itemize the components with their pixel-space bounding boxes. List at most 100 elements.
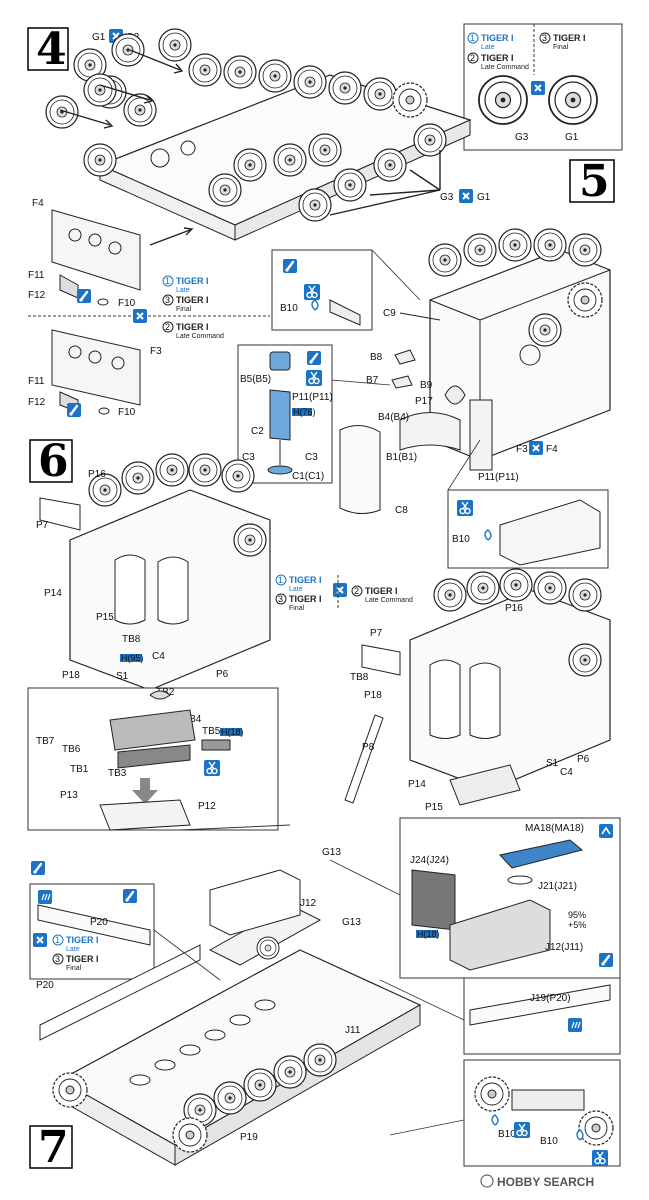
label-F11: F11 (28, 270, 45, 281)
label-S1-b: S1 (546, 758, 559, 769)
svg-text:Final: Final (553, 44, 569, 51)
svg-text:TIGER I: TIGER I (66, 935, 99, 945)
svg-text:3: 3 (165, 295, 170, 305)
label-B10-d: B10 (540, 1136, 558, 1147)
label-F11-b: F11 (28, 376, 45, 387)
step-4: 4 1 TIGER I Late 2 TIGER I Late Command … (27, 23, 623, 419)
hull-step7 (39, 904, 422, 1166)
label-G1-detail: G1 (565, 132, 579, 143)
svg-text:3: 3 (278, 594, 283, 604)
label-P15-a: P15 (96, 612, 114, 623)
label-P16-a: P16 (88, 469, 106, 480)
label-B4: B4(B4) (378, 412, 409, 423)
label-TB8-b: TB8 (350, 672, 369, 683)
svg-text:Late: Late (481, 44, 495, 51)
pipe-P8 (344, 714, 384, 804)
svg-text:TIGER I: TIGER I (289, 594, 322, 604)
hull-rear-step6-right (361, 568, 611, 791)
label-F12: F12 (28, 290, 46, 301)
svg-text:Late: Late (176, 287, 190, 294)
label-P20-a: P20 (90, 917, 108, 928)
label-F4: F4 (32, 198, 44, 209)
label-P7-b: P7 (370, 628, 383, 639)
svg-text:H(18): H(18) (221, 727, 244, 737)
label-F10: F10 (118, 298, 136, 309)
step-number-5: 5 (579, 156, 610, 207)
label-P14-a: P14 (44, 588, 62, 599)
label-P19: P19 (240, 1132, 258, 1143)
label-G3-right: G3 (440, 192, 454, 203)
label-C3-a: C3 (242, 452, 255, 463)
svg-text:2: 2 (354, 586, 359, 596)
label-TB3: TB3 (108, 768, 127, 779)
label-TB5: TB5 (202, 726, 221, 737)
watermark: HOBBY SEARCH (480, 1174, 594, 1189)
label-G13-b: G13 (342, 917, 361, 928)
svg-text:TIGER I: TIGER I (365, 586, 398, 596)
hull-rear-step6-left (39, 453, 271, 691)
label-C8: C8 (395, 505, 408, 516)
step-7: 7 P20 1 TIGER I Late 3 TIGER I Final (29, 817, 621, 1173)
label-C3-b: C3 (305, 452, 318, 463)
svg-text:TIGER I: TIGER I (289, 575, 322, 585)
label-J19: J19(P20) (530, 993, 571, 1004)
label-P11-b: P11(P11) (478, 472, 519, 483)
svg-text:Late Command: Late Command (481, 64, 529, 71)
label-P15-b: P15 (425, 802, 443, 813)
insert-arrows-step4 (59, 49, 441, 216)
svg-text:H(95): H(95) (121, 653, 144, 663)
label-P12: P12 (198, 801, 216, 812)
label-G13-a: G13 (322, 847, 341, 858)
svg-text:+5%: +5% (568, 920, 586, 930)
label-P8: P8 (362, 742, 375, 753)
label-J12: J12 (300, 898, 317, 909)
label-F12-b: F12 (28, 397, 46, 408)
svg-text:H(76): H(76) (293, 407, 316, 417)
label-J24: J24(J24) (410, 855, 449, 866)
label-P17: P17 (415, 396, 433, 407)
svg-text:1: 1 (470, 33, 475, 43)
label-TB7: TB7 (36, 736, 55, 747)
svg-text:1: 1 (165, 276, 170, 286)
svg-text:TIGER I: TIGER I (176, 276, 209, 286)
svg-text:TIGER I: TIGER I (481, 53, 514, 63)
label-TB1: TB1 (70, 764, 89, 775)
label-P6-b: P6 (577, 754, 590, 765)
label-P11-a: P11(P11) (292, 392, 333, 403)
label-J21: J21(J21) (538, 881, 577, 892)
svg-text:TIGER I: TIGER I (66, 954, 99, 964)
label-G1-top: G1 (92, 32, 106, 43)
label-TB4: TB4 (183, 714, 202, 725)
label-B10-c: B10 (498, 1129, 516, 1140)
label-F3-b: F3 (516, 444, 528, 455)
step-number-7: 7 (38, 1122, 69, 1173)
svg-text:H(18): H(18) (417, 929, 440, 939)
label-B9: B9 (420, 380, 433, 391)
svg-text:Late Command: Late Command (365, 597, 413, 604)
svg-text:95%: 95% (568, 910, 586, 920)
svg-text:Final: Final (66, 965, 82, 972)
label-B10-a: B10 (280, 303, 298, 314)
label-J11: J11 (345, 1025, 361, 1036)
svg-text:3: 3 (542, 33, 547, 43)
label-G3-detail: G3 (515, 132, 529, 143)
svg-text:TIGER I: TIGER I (553, 33, 586, 43)
svg-text:2: 2 (165, 322, 170, 332)
label-TB6: TB6 (62, 744, 81, 755)
svg-text:TIGER I: TIGER I (176, 322, 209, 332)
svg-text:3: 3 (55, 954, 60, 964)
label-P13: P13 (60, 790, 78, 801)
svg-text:TIGER I: TIGER I (176, 295, 209, 305)
svg-text:2: 2 (470, 53, 475, 63)
label-B8: B8 (370, 352, 383, 363)
step-number-6: 6 (38, 436, 69, 487)
front-plate-F4 (51, 209, 194, 299)
svg-text:TIGER I: TIGER I (481, 33, 514, 43)
label-G1-right: G1 (477, 192, 491, 203)
label-B10-b: B10 (452, 534, 470, 545)
label-C9: C9 (383, 308, 396, 319)
svg-text:Late Command: Late Command (176, 333, 224, 340)
label-P14-b: P14 (408, 779, 426, 790)
label-F10-b: F10 (118, 407, 136, 418)
